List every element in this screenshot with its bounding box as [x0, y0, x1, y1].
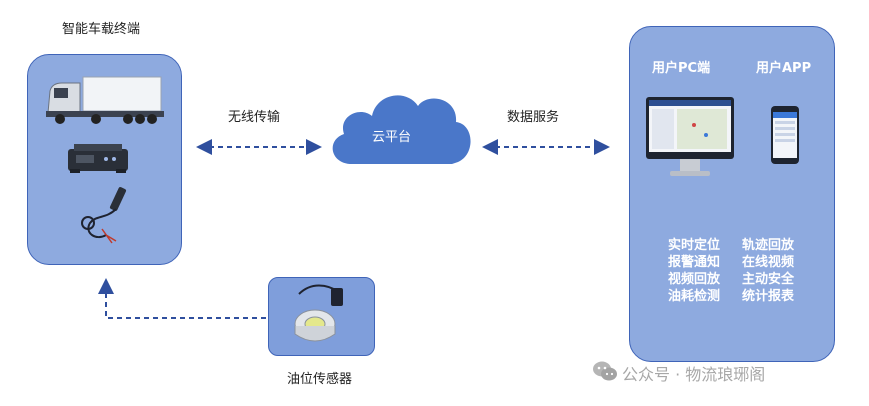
oil-level-sensor-icon	[294, 284, 343, 342]
feature-item: 报警通知	[668, 255, 721, 270]
feature-list-right: 轨迹回放 在线视频 主动安全 统计报表	[742, 237, 794, 305]
mdvr-device-icon	[68, 144, 128, 173]
sensor-panel	[268, 277, 375, 356]
smartphone-icon	[771, 106, 799, 164]
feature-item: 实时定位	[668, 238, 721, 253]
feature-item: 轨迹回放	[742, 238, 795, 253]
sensor-link-arrow	[98, 278, 266, 319]
terminal-title: 智能车载终端	[62, 22, 141, 37]
camera-cable-icon	[81, 187, 127, 244]
pc-monitor-icon	[646, 97, 734, 176]
app-client-title: 用户APP	[756, 61, 812, 76]
feature-item: 视频回放	[668, 272, 721, 287]
wechat-icon	[593, 361, 617, 381]
watermark-text: 公众号 · 物流琅琊阁	[622, 365, 766, 384]
feature-list-left: 实时定位 报警通知 视频回放 油耗检测	[668, 237, 720, 305]
cloud-label: 云平台	[372, 130, 412, 145]
wireless-link-label: 无线传输	[228, 110, 281, 125]
pc-client-title: 用户PC端	[652, 61, 711, 76]
data-service-link-label: 数据服务	[507, 110, 560, 125]
feature-item: 主动安全	[742, 272, 795, 287]
client-panel: 用户PC端 用户APP 实时定位 报警通知 视频回放 油耗检测 轨迹回放 在线视…	[629, 26, 835, 362]
feature-item: 在线视频	[742, 255, 795, 270]
terminal-panel	[27, 54, 182, 265]
feature-item: 油耗检测	[668, 289, 721, 304]
cloud-icon	[332, 95, 471, 164]
sensor-label: 油位传感器	[287, 372, 353, 387]
truck-icon	[46, 76, 164, 124]
feature-item: 统计报表	[742, 289, 795, 304]
